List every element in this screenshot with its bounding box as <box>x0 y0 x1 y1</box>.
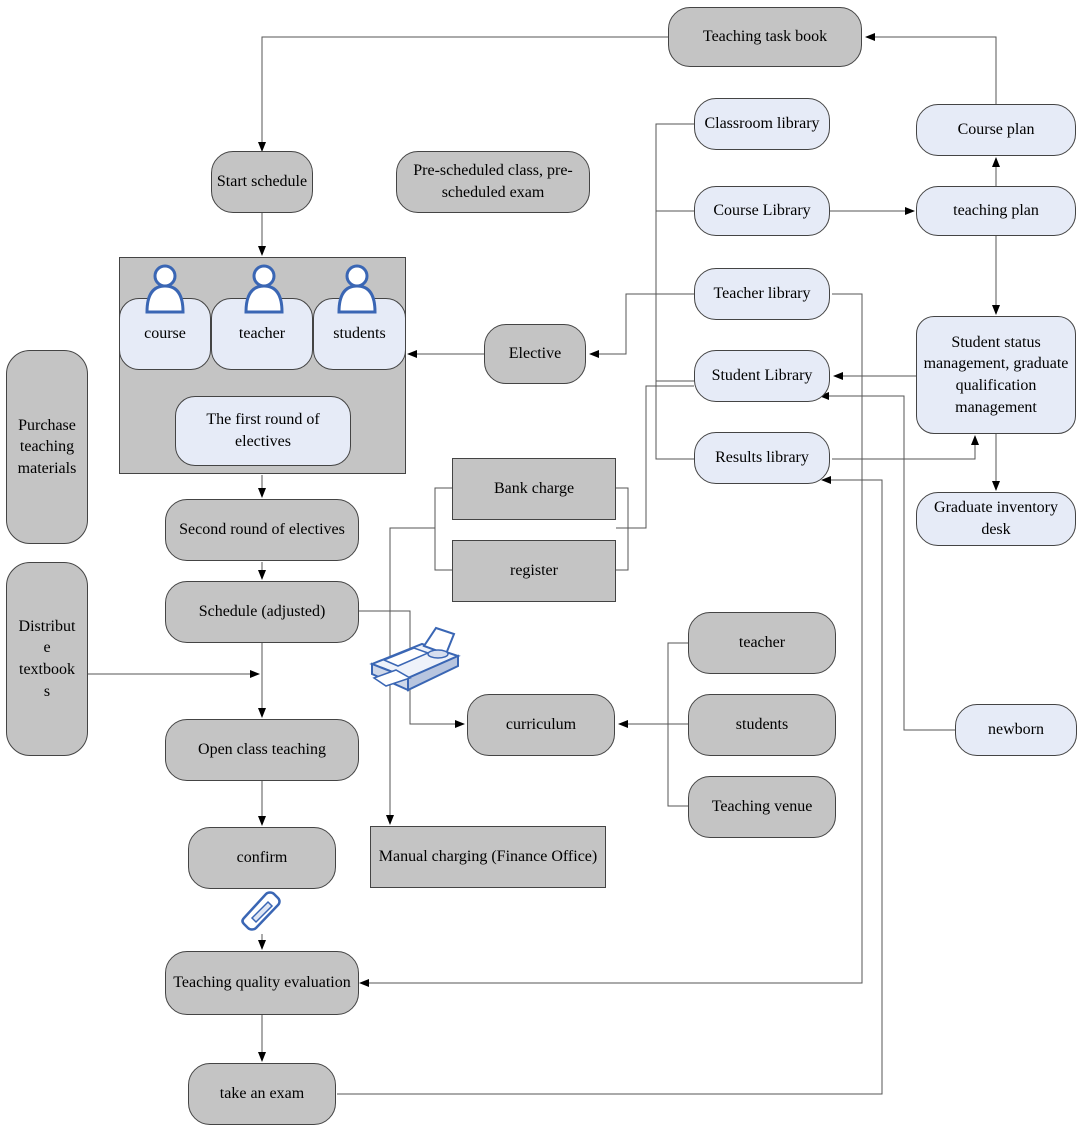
schedule-adjusted-node: Schedule (adjusted) <box>165 581 359 643</box>
open-class-node: Open class teaching <box>165 719 359 781</box>
first-round-node: The first round of electives <box>175 396 351 466</box>
schedule-adjusted-label: Schedule (adjusted) <box>198 603 326 621</box>
bank-charge-label: Bank charge <box>493 480 575 498</box>
second-round-label: Second round of electives <box>179 521 345 539</box>
purchase-materials-label: Purchase teaching materials <box>17 416 77 477</box>
start-schedule-label: Start schedule <box>216 173 308 191</box>
group-teacher-label: teacher <box>238 325 286 343</box>
course-library-node: Course Library <box>694 186 830 236</box>
resource-teacher-node: teacher <box>688 612 836 674</box>
distribute-textbooks-node: Distribut e textbook s <box>6 562 88 756</box>
resource-students-node: students <box>688 694 836 756</box>
user-icon <box>244 264 284 314</box>
quality-evaluation-label: Teaching quality evaluation <box>173 974 351 992</box>
student-library-node: Student Library <box>694 350 830 402</box>
teaching-task-book-label: Teaching task book <box>702 28 828 46</box>
user-icon <box>337 264 377 314</box>
results-library-label: Results library <box>715 449 809 467</box>
take-exam-label: take an exam <box>219 1085 305 1103</box>
distribute-textbooks-label: Distribut e textbook s <box>18 617 76 700</box>
teacher-library-label: Teacher library <box>713 285 811 303</box>
resource-students-label: students <box>735 716 789 734</box>
confirm-node: confirm <box>188 827 336 889</box>
group-course-label: course <box>144 325 186 343</box>
register-label: register <box>510 562 558 580</box>
second-round-node: Second round of electives <box>165 499 359 561</box>
pre-scheduled-node: Pre-scheduled class, pre-scheduled exam <box>396 151 590 213</box>
results-library-node: Results library <box>694 432 830 484</box>
course-plan-node: Course plan <box>916 104 1076 156</box>
student-library-label: Student Library <box>711 367 813 385</box>
teaching-venue-label: Teaching venue <box>711 798 813 816</box>
student-status-label: Student status management, graduate qual… <box>923 333 1069 416</box>
purchase-materials-node: Purchase teaching materials <box>6 350 88 544</box>
teacher-library-node: Teacher library <box>694 268 830 320</box>
course-plan-label: Course plan <box>957 121 1035 139</box>
register-node: register <box>452 540 616 602</box>
resource-teacher-label: teacher <box>738 634 786 652</box>
classroom-library-label: Classroom library <box>704 115 820 133</box>
teaching-venue-node: Teaching venue <box>688 776 836 838</box>
course-library-label: Course Library <box>713 202 811 220</box>
group-students-label: students <box>333 325 386 343</box>
bank-charge-node: Bank charge <box>452 458 616 520</box>
graduate-inventory-label: Graduate inventory desk <box>934 499 1058 538</box>
teaching-task-book-node: Teaching task book <box>668 7 862 67</box>
take-exam-node: take an exam <box>188 1063 336 1125</box>
fax-machine-icon <box>369 626 461 692</box>
curriculum-node: curriculum <box>467 694 615 756</box>
graduate-inventory-node: Graduate inventory desk <box>916 492 1076 546</box>
pre-scheduled-label: Pre-scheduled class, pre-scheduled exam <box>413 162 573 201</box>
teaching-plan-label: teaching plan <box>953 202 1039 220</box>
elective-label: Elective <box>508 345 562 363</box>
classroom-library-node: Classroom library <box>694 98 830 150</box>
teaching-plan-node: teaching plan <box>916 186 1076 236</box>
start-schedule-node: Start schedule <box>211 151 313 213</box>
newborn-label: newborn <box>988 721 1044 739</box>
confirm-label: confirm <box>236 849 288 867</box>
student-status-node: Student status management, graduate qual… <box>916 316 1076 434</box>
quality-evaluation-node: Teaching quality evaluation <box>165 951 359 1015</box>
newborn-node: newborn <box>955 704 1077 756</box>
curriculum-label: curriculum <box>505 716 577 734</box>
elective-node: Elective <box>484 324 586 384</box>
mobile-phone-icon <box>241 891 281 931</box>
open-class-label: Open class teaching <box>198 741 326 759</box>
first-round-label: The first round of electives <box>206 411 320 450</box>
manual-charging-label: Manual charging (Finance Office) <box>378 848 598 866</box>
manual-charging-node: Manual charging (Finance Office) <box>370 826 606 888</box>
user-icon <box>145 264 185 314</box>
group-course-node: course <box>119 298 211 370</box>
